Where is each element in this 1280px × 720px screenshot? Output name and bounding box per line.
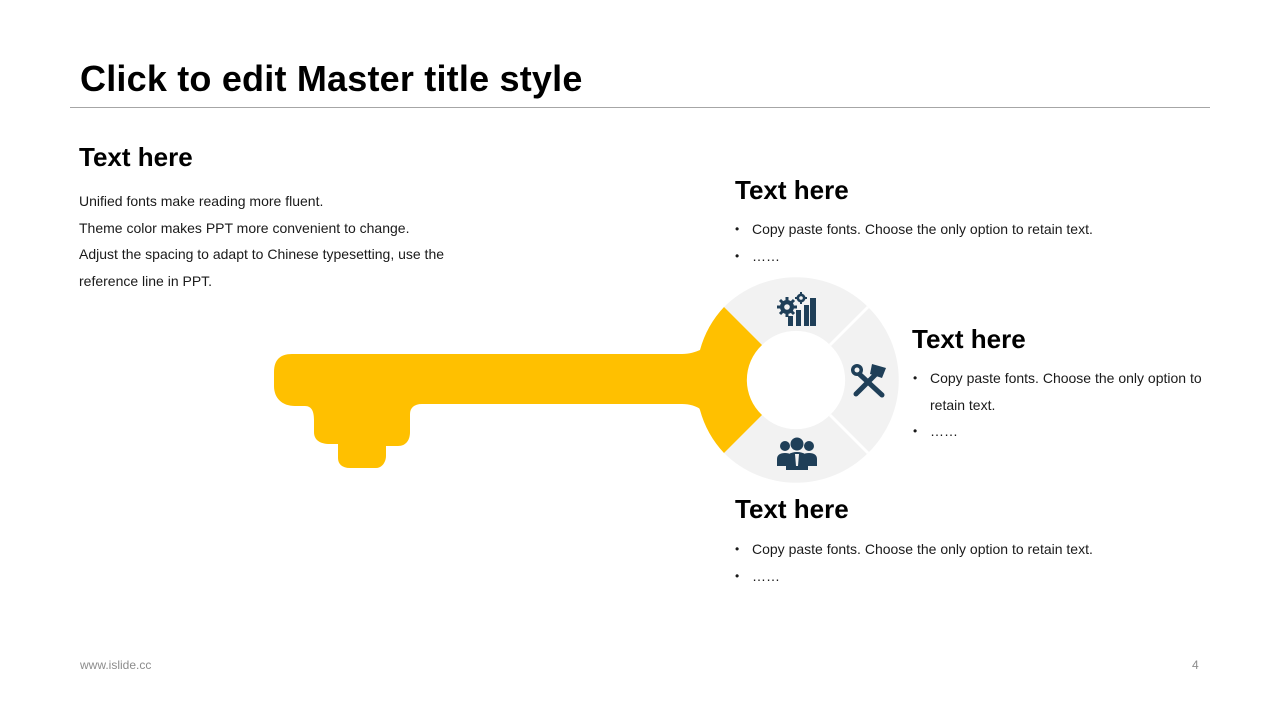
bullet-item: …… bbox=[913, 418, 1208, 445]
slide-title: Click to edit Master title style bbox=[80, 58, 583, 99]
gears-chart-icon bbox=[777, 292, 816, 326]
bottom-block-heading: Text here bbox=[735, 494, 849, 524]
top-block-bullets: Copy paste fonts. Choose the only option… bbox=[735, 216, 1155, 269]
description-line: Adjust the spacing to adapt to Chinese t… bbox=[79, 246, 445, 262]
description-line: reference line in PPT. bbox=[79, 272, 213, 289]
description-line: Theme color makes PPT more convenient to… bbox=[79, 219, 410, 236]
title-divider bbox=[70, 107, 1210, 108]
bottom-block-bullets: Copy paste fonts. Choose the only option… bbox=[735, 536, 1155, 589]
key-shaft bbox=[274, 350, 702, 468]
bullet-item: Copy paste fonts. Choose the only option… bbox=[913, 365, 1208, 418]
bullet-item: Copy paste fonts. Choose the only option… bbox=[735, 216, 1155, 243]
key-head-yellow-segment bbox=[693, 307, 762, 453]
right-block-heading: Text here bbox=[912, 324, 1026, 354]
top-block-heading: Text here bbox=[735, 175, 849, 205]
bullet-item: Copy paste fonts. Choose the only option… bbox=[735, 536, 1155, 563]
left-block-heading: Text here bbox=[79, 142, 193, 172]
page-number: 4 bbox=[1192, 658, 1199, 672]
footer-url: www.islide.cc bbox=[80, 658, 152, 672]
description-line: Unified fonts make reading more fluent. bbox=[79, 193, 324, 209]
team-icon bbox=[777, 437, 817, 470]
bullet-item: …… bbox=[735, 563, 1155, 590]
tools-icon bbox=[851, 364, 886, 398]
bullet-item: …… bbox=[735, 243, 1155, 270]
left-block-description: Unified fonts make reading more fluent. … bbox=[79, 188, 479, 294]
right-block-bullets: Copy paste fonts. Choose the only option… bbox=[913, 365, 1208, 445]
